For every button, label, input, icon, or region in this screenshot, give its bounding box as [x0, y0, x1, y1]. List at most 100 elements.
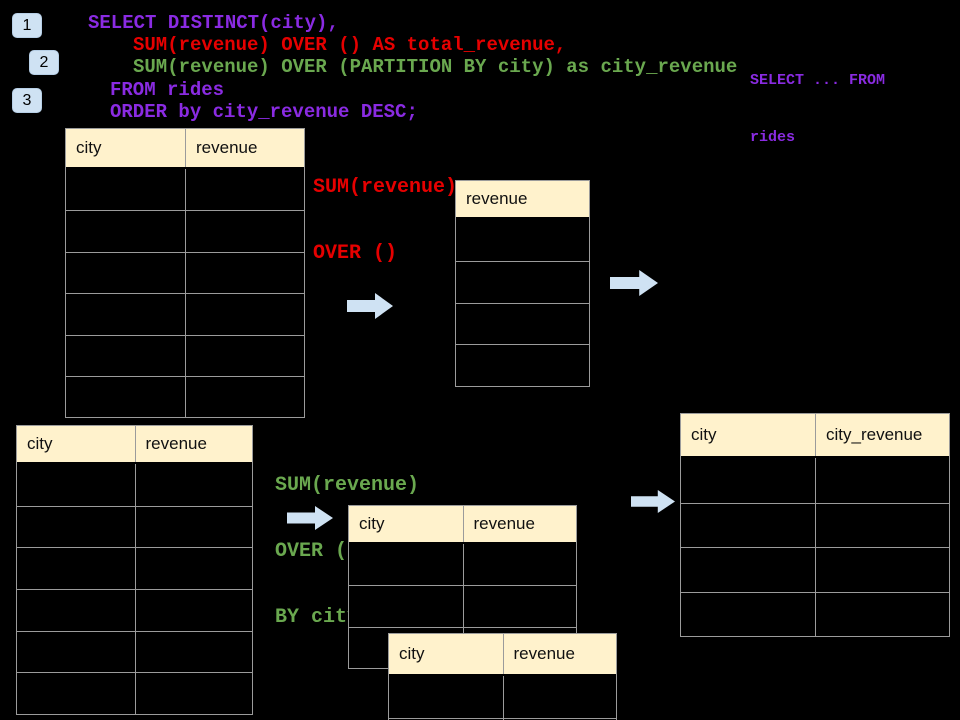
empty-cell	[389, 676, 503, 718]
empty-cell	[681, 548, 815, 592]
column-header: revenue	[462, 506, 577, 542]
table-row	[349, 544, 577, 586]
empty-cell	[681, 504, 815, 548]
table-row	[17, 672, 253, 715]
column-header: city	[27, 434, 53, 453]
table-header-row: city revenue	[66, 129, 304, 169]
column-header: revenue	[466, 189, 528, 208]
empty-cell	[456, 345, 589, 386]
sql-side-note-line: rides	[750, 129, 796, 146]
empty-cell	[456, 219, 589, 261]
annotation-sum-over-total: SUM(revenue) OVER ()	[313, 133, 457, 309]
step-badge-2: 2	[29, 50, 59, 75]
empty-cell	[681, 458, 815, 503]
sql-code-line-3: SUM(revenue) OVER (PARTITION BY city) as…	[133, 56, 738, 78]
table-row	[389, 676, 616, 718]
column-header: revenue	[185, 129, 304, 167]
empty-cell	[66, 294, 185, 334]
annotation-line: SUM(revenue)	[275, 474, 420, 497]
empty-cell	[17, 507, 135, 548]
empty-cell	[134, 506, 253, 548]
table-row	[17, 589, 252, 631]
empty-cell	[456, 304, 589, 345]
sql-code-line-5: ORDER by city_revenue DESC;	[110, 101, 418, 123]
empty-cell	[17, 464, 135, 506]
empty-cell	[66, 211, 185, 251]
empty-cell	[66, 336, 185, 376]
table-row	[456, 260, 589, 303]
table-row	[456, 219, 589, 261]
empty-cell	[134, 590, 253, 631]
empty-cell	[134, 464, 253, 506]
empty-cell	[17, 590, 135, 631]
annotation-line: SUM(revenue)	[313, 176, 458, 199]
table-rides-source-top: city revenue	[65, 128, 305, 419]
table-row	[17, 505, 253, 548]
table-row	[681, 502, 949, 548]
table-header-row: city city_revenue	[681, 414, 949, 458]
table-row	[349, 585, 577, 627]
empty-cell	[815, 548, 949, 592]
table-row	[17, 630, 253, 673]
empty-cell	[462, 586, 577, 627]
table-row	[66, 251, 304, 294]
empty-cell	[456, 262, 589, 303]
column-header: city	[399, 644, 425, 663]
empty-cell	[349, 586, 463, 626]
sql-code-line-2: SUM(revenue) OVER () AS total_revenue,	[133, 34, 567, 56]
arrow-right-icon	[347, 293, 393, 319]
arrow-right-icon	[610, 270, 658, 296]
empty-cell	[66, 253, 185, 293]
table-header-row: city revenue	[349, 506, 576, 544]
table-row	[66, 169, 304, 211]
annotation-line: OVER ()	[313, 242, 398, 265]
empty-cell	[502, 676, 617, 718]
column-header: revenue	[502, 634, 617, 674]
table-row	[17, 547, 253, 590]
empty-cell	[134, 673, 253, 715]
table-row	[456, 344, 589, 386]
table-city-revenue-result: city city_revenue	[680, 413, 950, 637]
table-total-revenue: revenue	[455, 180, 590, 388]
column-header: city	[691, 425, 717, 444]
empty-cell	[66, 169, 185, 210]
empty-cell	[185, 211, 304, 252]
arrow-right-icon	[631, 490, 675, 513]
column-header: city	[76, 138, 102, 157]
empty-cell	[17, 673, 135, 714]
empty-cell	[815, 592, 949, 636]
table-row	[66, 293, 304, 335]
step-badge-3: 3	[12, 88, 42, 113]
column-header: city_revenue	[815, 414, 949, 456]
table-header-row: city revenue	[389, 634, 616, 676]
empty-cell	[17, 632, 135, 673]
table-partition-group-overlay: city revenue	[388, 633, 617, 720]
table-row	[681, 591, 949, 637]
step-badge-1: 1	[12, 13, 42, 38]
sql-side-note: SELECT ... FROM rides	[750, 33, 885, 185]
empty-cell	[815, 458, 949, 503]
arrow-right-icon	[287, 506, 333, 530]
table-header-row: revenue	[456, 181, 589, 219]
table-row	[66, 210, 304, 252]
empty-cell	[17, 548, 135, 589]
empty-cell	[681, 593, 815, 637]
table-row	[681, 458, 949, 503]
sql-code-line-1: SELECT DISTINCT(city),	[88, 12, 339, 34]
sql-side-note-line: SELECT ... FROM	[750, 72, 886, 89]
table-row	[66, 334, 304, 376]
empty-cell	[134, 548, 253, 590]
empty-cell	[185, 376, 304, 418]
table-row	[681, 547, 949, 592]
table-row	[17, 464, 252, 506]
empty-cell	[185, 294, 304, 335]
empty-cell	[134, 631, 253, 673]
empty-cell	[815, 503, 949, 547]
empty-cell	[349, 544, 463, 585]
empty-cell	[185, 335, 304, 376]
empty-cell	[462, 544, 577, 586]
column-header: city	[359, 514, 385, 533]
